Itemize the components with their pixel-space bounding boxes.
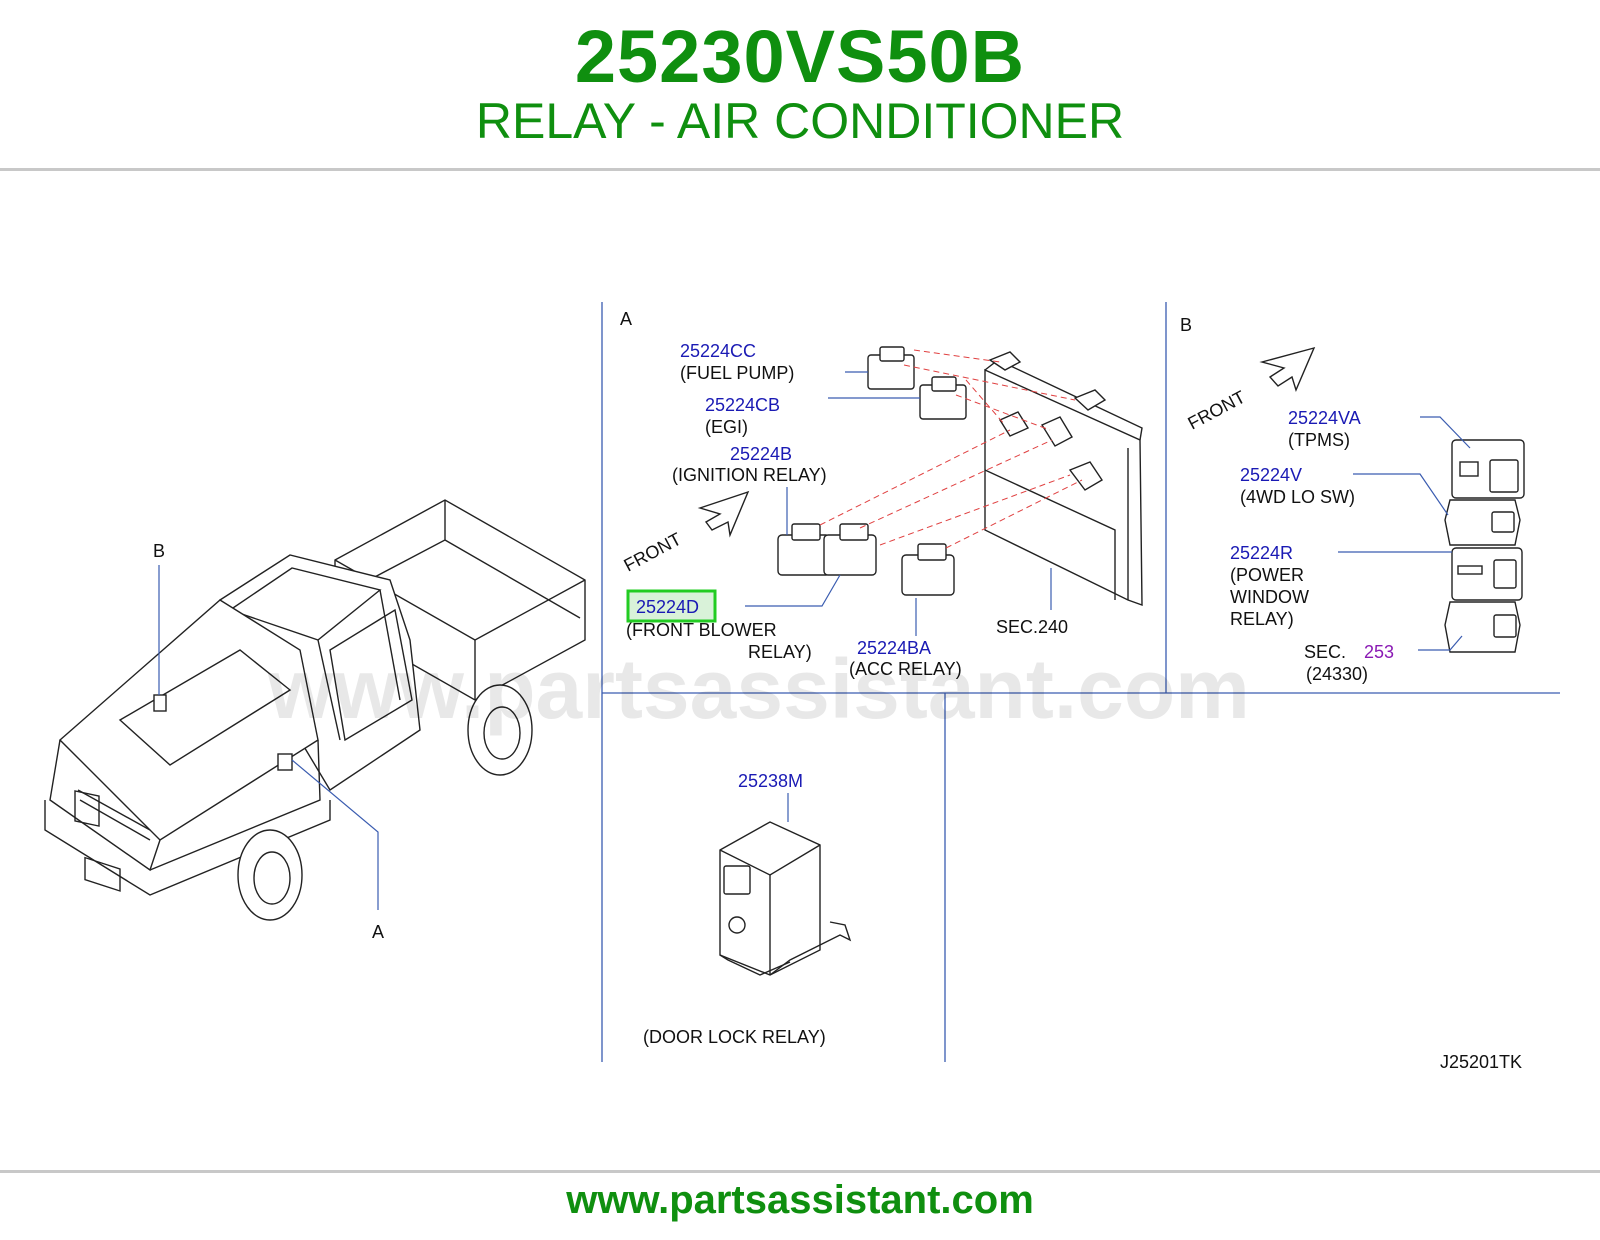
part-link-25224b[interactable]: 25224B	[730, 444, 792, 464]
footer-site-link[interactable]: www.partsassistant.com	[566, 1178, 1034, 1222]
grille	[74, 789, 151, 841]
front-arrow-a-icon	[697, 490, 750, 538]
watermark: www.partsassistant.com	[267, 642, 1250, 736]
diagram-code: J25201TK	[1440, 1052, 1522, 1072]
part-link-25224ba[interactable]: 25224BA	[857, 638, 931, 658]
truck-label-b: B	[153, 541, 165, 561]
front-label-b: FRONT	[1184, 387, 1248, 434]
sec-253-prefix: SEC.	[1304, 642, 1346, 662]
relay-tpms	[1451, 439, 1525, 499]
front-arrow-b-icon	[1259, 346, 1316, 393]
desc-acc-relay: (ACC RELAY)	[849, 659, 962, 679]
truck-label-a: A	[372, 922, 384, 942]
desc-door-lock-relay: (DOOR LOCK RELAY)	[643, 1027, 826, 1047]
sec-240-label: SEC.240	[996, 617, 1068, 637]
relay-ignition	[777, 523, 831, 576]
sec-253-link[interactable]: 253	[1364, 642, 1394, 662]
truck-illustration	[44, 499, 586, 921]
relay-4wd-lo-sw	[1444, 499, 1521, 546]
part-number-title: 25230VS50B	[574, 15, 1026, 98]
door-lock-relay	[719, 821, 852, 976]
desc-power-window-1: (POWER	[1230, 565, 1304, 585]
panel-a-letter: A	[620, 309, 632, 329]
part-link-25238m[interactable]: 25238M	[738, 771, 803, 791]
desc-front-blower-2: RELAY)	[748, 642, 812, 662]
desc-4wd-lo-sw: (4WD LO SW)	[1240, 487, 1355, 507]
relay-acc	[901, 543, 955, 596]
desc-ignition-relay: (IGNITION RELAY)	[672, 465, 827, 485]
highlight-25224d[interactable]: 25224D	[626, 589, 717, 623]
part-link-25224r[interactable]: 25224R	[1230, 543, 1293, 563]
part-link-25224cb[interactable]: 25224CB	[705, 395, 780, 415]
desc-fuel-pump: (FUEL PUMP)	[680, 363, 794, 383]
sec-253-sub: (24330)	[1306, 664, 1368, 684]
desc-egi: (EGI)	[705, 417, 748, 437]
desc-tpms: (TPMS)	[1288, 430, 1350, 450]
relay-front-blower	[823, 523, 877, 576]
front-label-a: FRONT	[620, 529, 684, 576]
desc-front-blower-1: (FRONT BLOWER	[626, 620, 777, 640]
relay-egi	[919, 376, 967, 420]
relay-fuel-pump	[867, 346, 915, 390]
part-description: RELAY - AIR CONDITIONER	[475, 93, 1125, 149]
desc-power-window-3: RELAY)	[1230, 609, 1294, 629]
relay-power-window	[1451, 547, 1523, 601]
relay-sec253	[1444, 601, 1521, 653]
panel-b-letter: B	[1180, 315, 1192, 335]
desc-power-window-2: WINDOW	[1230, 587, 1309, 607]
panel-frames	[601, 302, 1560, 1062]
relay-box-sec240	[984, 351, 1143, 606]
connection-lines	[819, 349, 1083, 549]
part-link-25224d[interactable]: 25224D	[636, 597, 699, 617]
part-link-25224va[interactable]: 25224VA	[1288, 408, 1361, 428]
part-link-25224v[interactable]: 25224V	[1240, 465, 1302, 485]
footer-divider	[0, 1170, 1600, 1173]
part-link-25224cc[interactable]: 25224CC	[680, 341, 756, 361]
header-divider	[0, 168, 1600, 171]
